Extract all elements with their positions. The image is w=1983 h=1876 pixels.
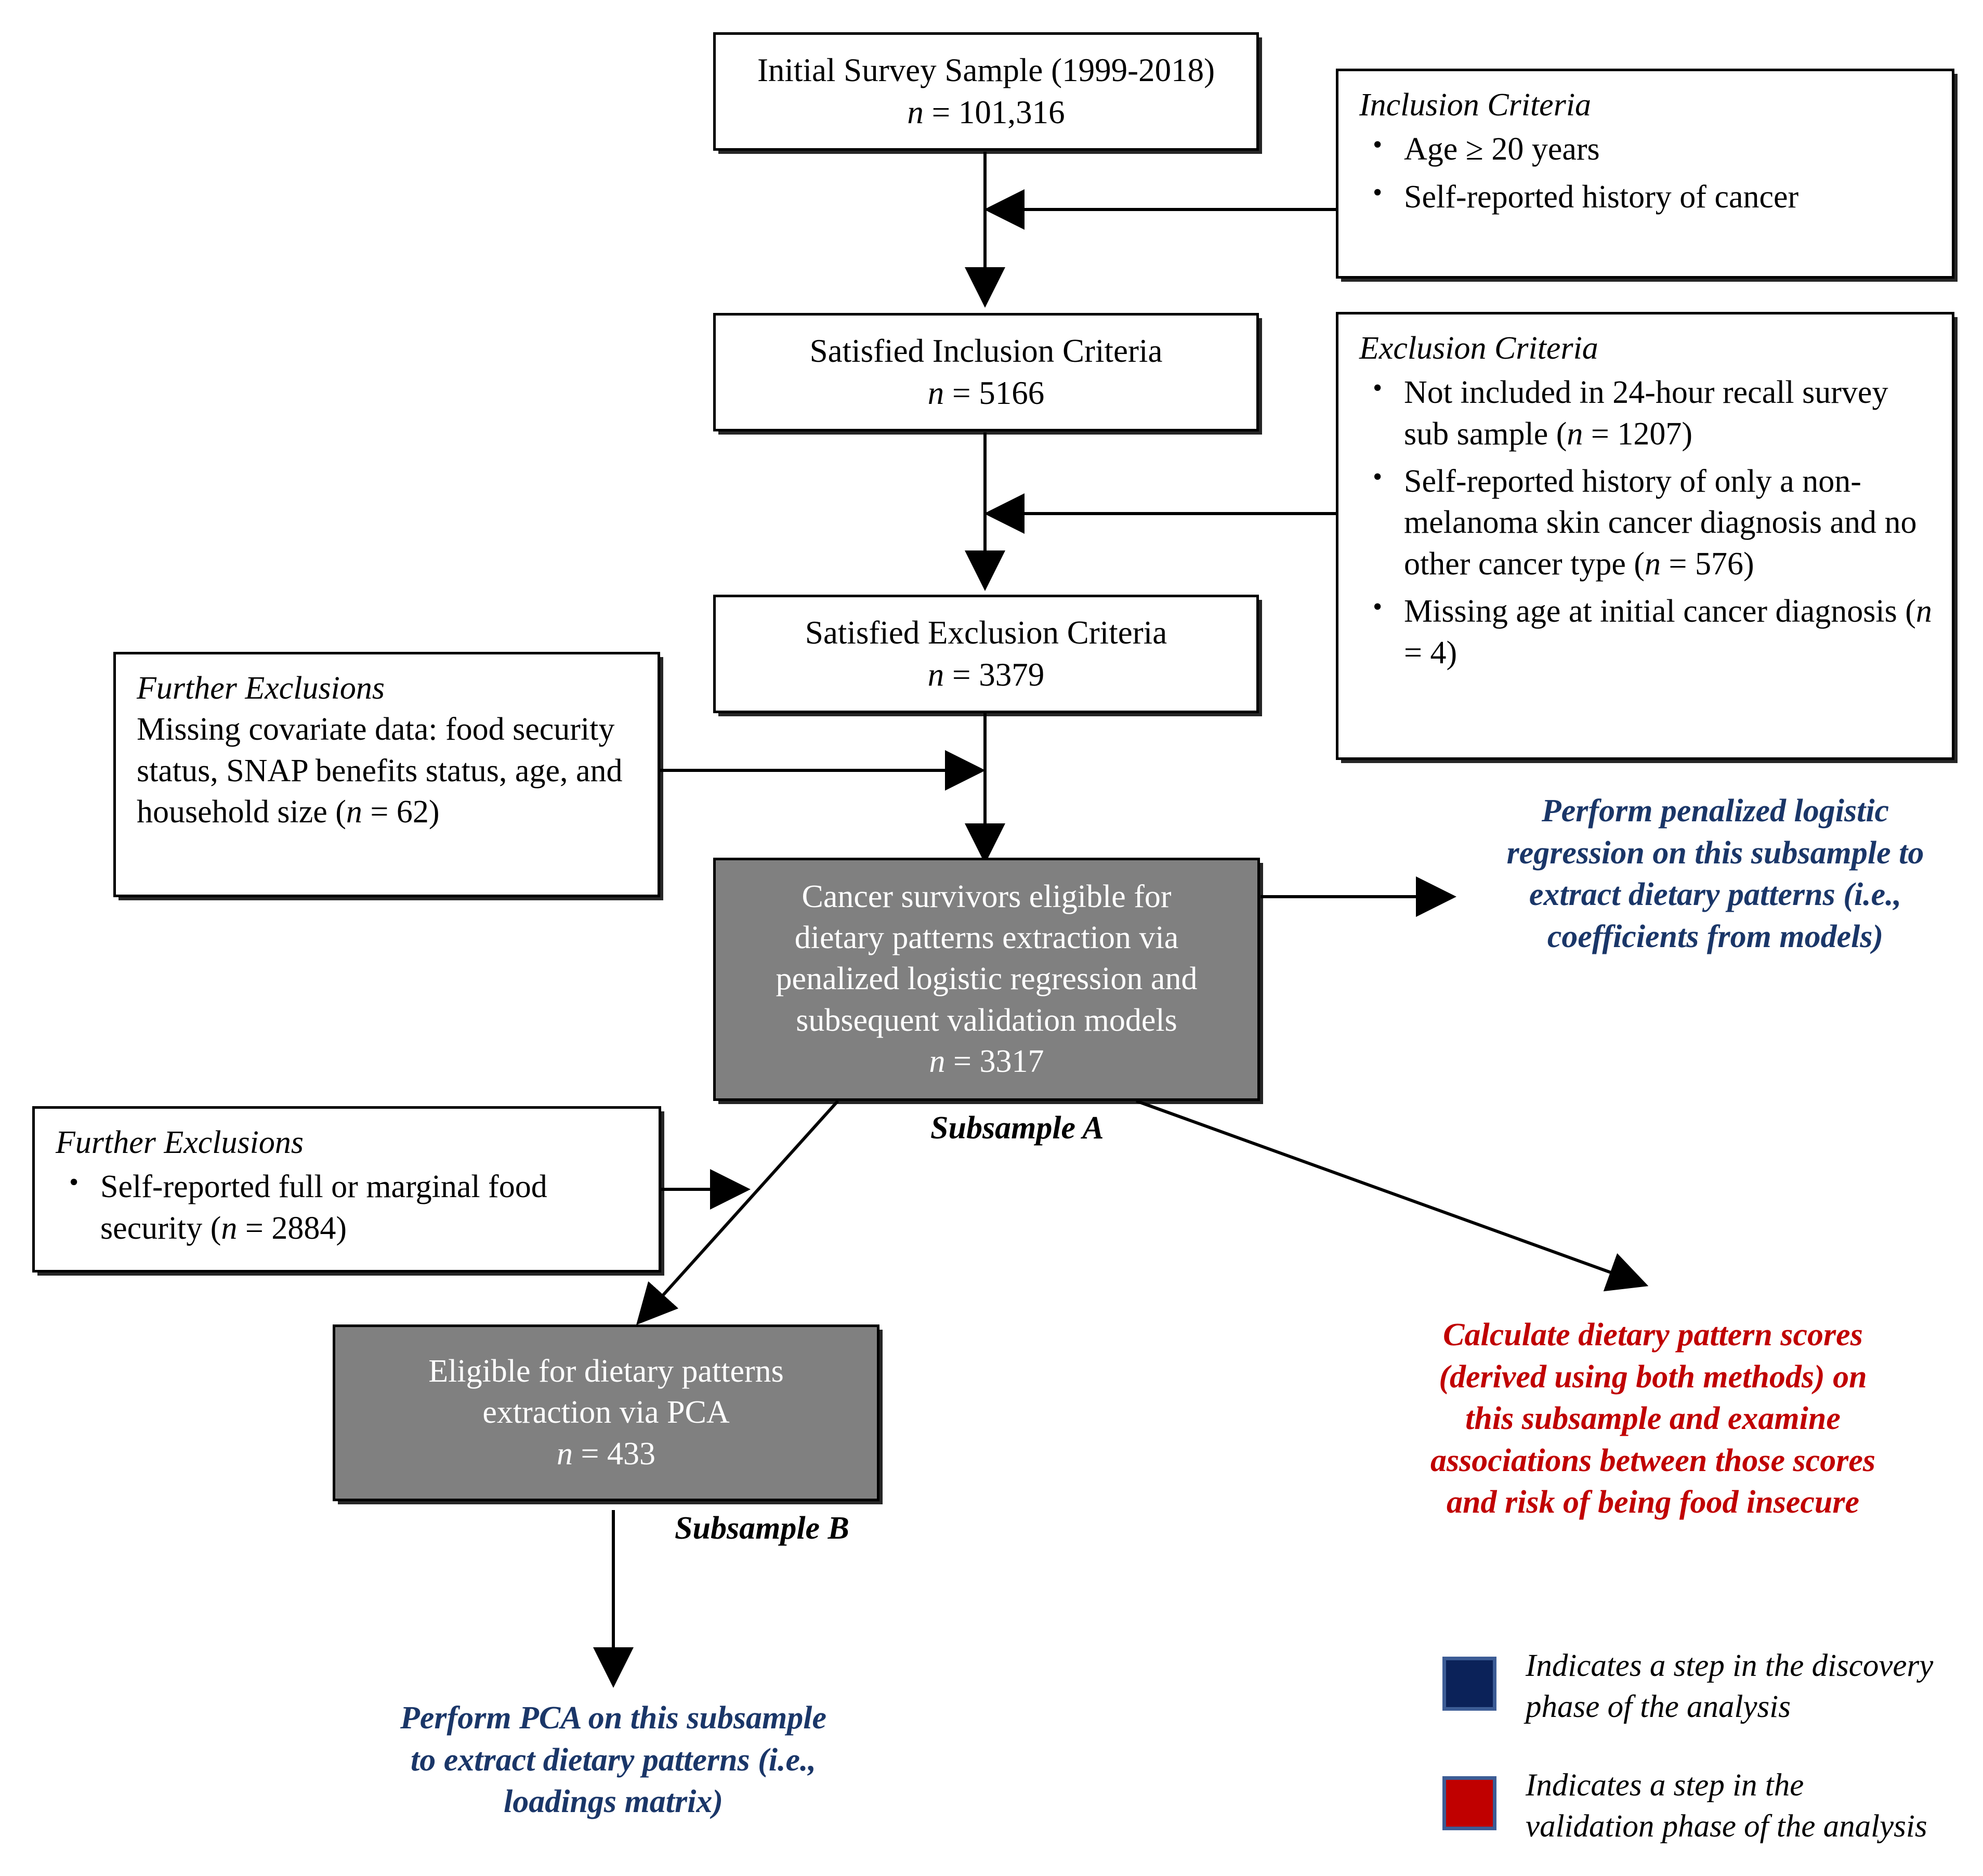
- exclusion-criteria-list: Not included in 24-hour recall survey su…: [1359, 371, 1934, 674]
- node-subsample-a: Cancer survivors eligible for dietary pa…: [713, 858, 1260, 1101]
- initial-sample-title: Initial Survey Sample (1999-2018): [757, 52, 1215, 89]
- list-item: Not included in 24-hour recall survey su…: [1373, 371, 1934, 455]
- node-initial-survey-sample: Initial Survey Sample (1999-2018) n = 10…: [713, 32, 1259, 151]
- list-item: Self-reported history of cancer: [1373, 176, 1934, 218]
- node-satisfied-exclusion-criteria: Satisfied Exclusion Criteria n = 3379: [713, 595, 1259, 713]
- scores-note-line-4: associations between those scores: [1430, 1442, 1875, 1478]
- node-inclusion-criteria: Inclusion Criteria Age ≥ 20 years Self-r…: [1336, 69, 1954, 279]
- subsample-a-caption: Subsample A: [930, 1110, 1104, 1146]
- initial-sample-count: n = 101,316: [907, 94, 1065, 130]
- satisfied-exclusion-count: n = 3379: [927, 657, 1045, 693]
- plr-note-line-2: regression on this subsample to: [1506, 835, 1924, 871]
- pca-note-line-1: Perform PCA on this subsample: [400, 1700, 826, 1736]
- scores-note-line-3: this subsample and examine: [1465, 1401, 1841, 1437]
- node-exclusion-criteria: Exclusion Criteria Not included in 24-ho…: [1336, 312, 1954, 760]
- satisfied-inclusion-count: n = 5166: [927, 375, 1045, 411]
- list-item: Age ≥ 20 years: [1373, 128, 1934, 170]
- pca-note-line-2: to extract dietary patterns (i.e.,: [410, 1742, 817, 1778]
- satisfied-exclusion-title: Satisfied Exclusion Criteria: [805, 614, 1167, 651]
- plr-note-line-4: coefficients from models): [1547, 919, 1884, 954]
- annotation-calculate-dietary-pattern-scores: Calculate dietary pattern scores (derive…: [1351, 1314, 1954, 1524]
- node-further-exclusions-covariates: Further Exclusions Missing covariate dat…: [113, 652, 660, 897]
- arrow-subsample-a-to-subsample-b: [636, 1099, 839, 1325]
- legend-item-discovery: Indicates a step in the discovery phase …: [1442, 1645, 1973, 1728]
- legend-swatch-discovery: [1442, 1657, 1496, 1711]
- annotation-penalized-logistic-regression: Perform penalized logistic regression on…: [1455, 790, 1975, 957]
- pca-note-line-3: loadings matrix): [503, 1784, 723, 1820]
- legend-swatch-validation: [1442, 1776, 1496, 1830]
- arrow-subsample-a-to-scores-note: [1135, 1099, 1649, 1292]
- list-item: Self-reported history of only a non-mela…: [1373, 460, 1934, 585]
- further-exclusions-1-heading: Further Exclusions: [137, 671, 385, 706]
- subsample-a-line-2: dietary patterns extraction via: [794, 920, 1179, 955]
- subsample-b-count: n = 433: [557, 1436, 655, 1472]
- further-exclusions-2-list: Self-reported full or marginal food secu…: [56, 1165, 641, 1249]
- subsample-b-line-1: Eligible for dietary patterns: [428, 1353, 784, 1389]
- legend-discovery-line-2: phase of the analysis: [1526, 1689, 1791, 1725]
- inclusion-criteria-heading: Inclusion Criteria: [1359, 87, 1592, 123]
- legend-label-validation: Indicates a step in the validation phase…: [1526, 1765, 1973, 1847]
- node-further-exclusions-food-security: Further Exclusions Self-reported full or…: [32, 1106, 661, 1272]
- legend-validation-line-1: Indicates a step in the: [1526, 1768, 1804, 1803]
- annotation-perform-pca: Perform PCA on this subsample to extract…: [322, 1697, 904, 1823]
- subsample-a-line-4: subsequent validation models: [796, 1002, 1177, 1038]
- list-item: Missing age at initial cancer diagnosis …: [1373, 590, 1934, 674]
- legend-validation-line-2: validation phase of the analysis: [1526, 1809, 1927, 1844]
- inclusion-criteria-list: Age ≥ 20 years Self-reported history of …: [1359, 128, 1934, 218]
- subsample-a-line-1: Cancer survivors eligible for: [802, 878, 1172, 914]
- node-satisfied-inclusion-criteria: Satisfied Inclusion Criteria n = 5166: [713, 313, 1259, 431]
- list-item: Self-reported full or marginal food secu…: [69, 1165, 641, 1249]
- scores-note-line-5: and risk of being food insecure: [1447, 1485, 1859, 1520]
- exclusion-criteria-heading: Exclusion Criteria: [1359, 331, 1598, 366]
- further-exclusions-2-heading: Further Exclusions: [56, 1125, 304, 1160]
- subsample-a-count: n = 3317: [929, 1044, 1044, 1080]
- subsample-b-line-2: extraction via PCA: [482, 1395, 730, 1431]
- satisfied-inclusion-title: Satisfied Inclusion Criteria: [809, 333, 1163, 370]
- legend-discovery-line-1: Indicates a step in the discovery: [1526, 1648, 1934, 1683]
- scores-note-line-2: (derived using both methods) on: [1439, 1359, 1867, 1395]
- scores-note-line-1: Calculate dietary pattern scores: [1443, 1317, 1863, 1353]
- plr-note-line-1: Perform penalized logistic: [1541, 793, 1889, 829]
- subsample-a-line-3: penalized logistic regression and: [776, 961, 1198, 997]
- subsample-b-caption: Subsample B: [675, 1511, 849, 1546]
- legend-label-discovery: Indicates a step in the discovery phase …: [1526, 1645, 1973, 1728]
- legend-item-validation: Indicates a step in the validation phase…: [1442, 1765, 1973, 1847]
- further-exclusions-1-body: Missing covariate data: food security st…: [137, 712, 623, 830]
- node-subsample-b: Eligible for dietary patterns extraction…: [333, 1324, 879, 1501]
- plr-note-line-3: extract dietary patterns (i.e.,: [1529, 877, 1902, 913]
